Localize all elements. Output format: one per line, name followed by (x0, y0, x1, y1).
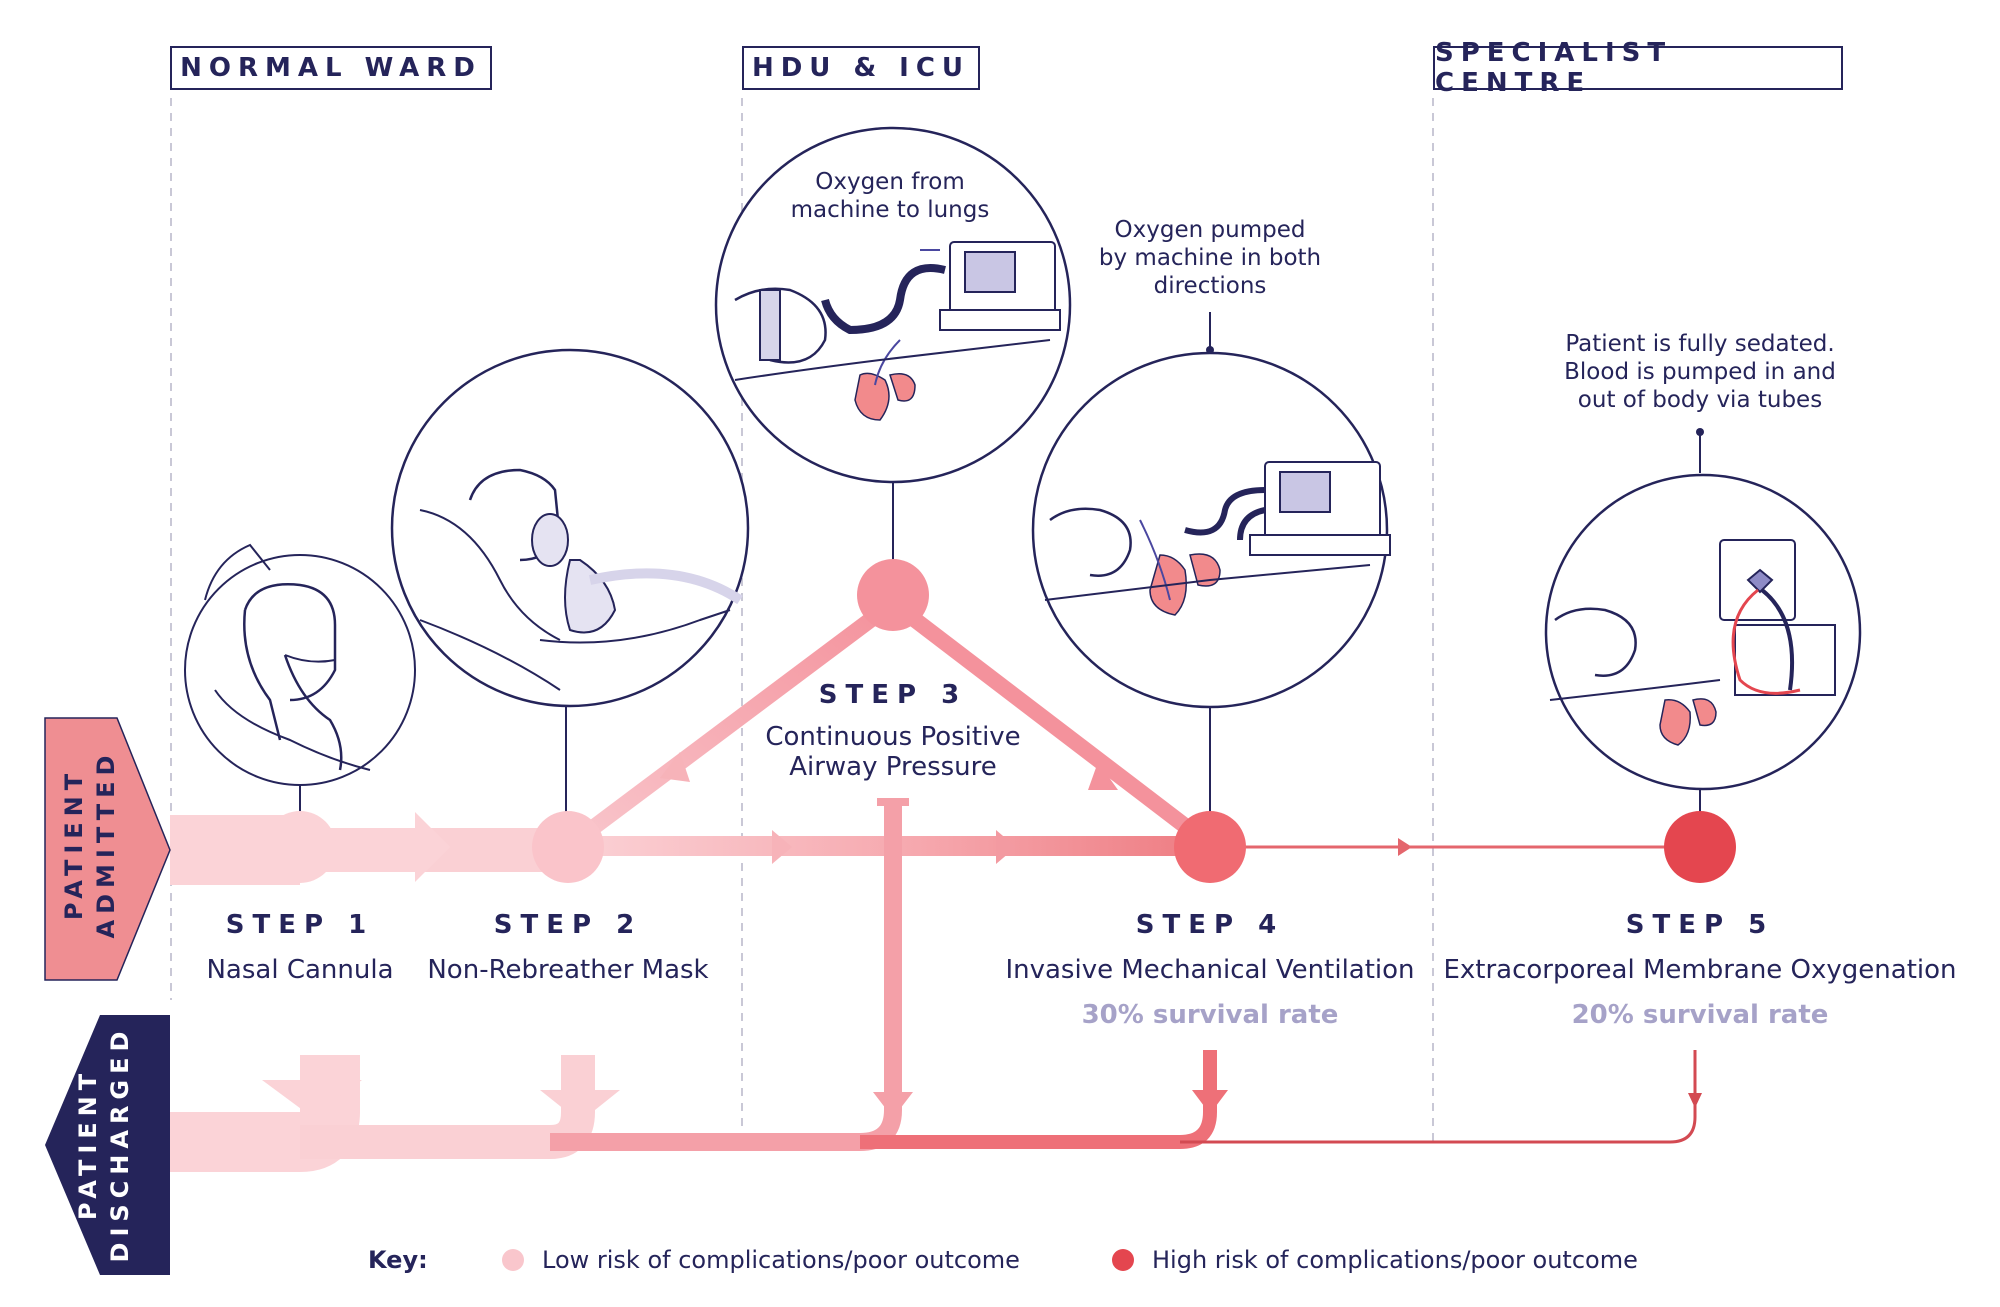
nasal-cannula-illustration (184, 543, 416, 786)
step5-caption-line1: Patient is fully sedated. (1565, 331, 1835, 357)
step3-caption-line2: machine to lungs (790, 197, 990, 223)
step4-caption-line3: directions (1153, 273, 1267, 299)
step1-node (264, 811, 336, 883)
step3-caption: Oxygen from machine to lungs (780, 168, 1000, 224)
step3-node (857, 559, 929, 631)
step3-name-line2: Airway Pressure (789, 752, 997, 782)
step2-name: Non-Rebreather Mask (427, 955, 709, 985)
step4-survival-rate: 30% survival rate (1081, 1000, 1339, 1030)
step5-caption: Patient is fully sedated. Blood is pumpe… (1555, 330, 1845, 414)
section-hdu-icu: HDU & ICU (742, 46, 980, 90)
connector-lines (299, 312, 1701, 818)
ecmo-illustration (1544, 473, 1862, 791)
discharged-line1: PATIENT (74, 1067, 102, 1221)
step4-caption-line1: Oxygen pumped (1114, 217, 1306, 243)
non-rebreather-mask-illustration (390, 348, 750, 708)
key-low-risk-dot (502, 1249, 524, 1271)
step4-name: Invasive Mechanical Ventilation (1005, 955, 1415, 985)
step5-caption-line3: out of body via tubes (1577, 387, 1823, 413)
main-pathway (170, 812, 1690, 885)
step3-name-line1: Continuous Positive (765, 722, 1021, 752)
step3-caption-line1: Oxygen from (815, 169, 965, 195)
patient-admitted-label: PATIENT ADMITTED (58, 744, 122, 944)
caption-pin (1696, 428, 1704, 436)
step2-node (532, 811, 604, 883)
step3-name: Continuous Positive Airway Pressure (743, 722, 1043, 782)
key-high-risk-dot (1112, 1249, 1134, 1271)
section-specialist-centre: SPECIALIST CENTRE (1433, 38, 1843, 98)
step4-caption: Oxygen pumped by machine in both directi… (1085, 216, 1335, 300)
step5-title: STEP 5 (1625, 910, 1775, 940)
patient-discharged-label: PATIENT DISCHARGED (72, 1024, 136, 1264)
step4-title: STEP 4 (1135, 910, 1285, 940)
key-label: Key: (368, 1246, 428, 1274)
step4-caption-line2: by machine in both (1098, 245, 1322, 271)
step4-node (1174, 811, 1246, 883)
key-high-risk-label: High risk of complications/poor outcome (1152, 1246, 1638, 1274)
step5-survival-rate: 20% survival rate (1571, 1000, 1829, 1030)
ventilator-illustration (1031, 351, 1391, 709)
admitted-line1: PATIENT (60, 767, 88, 921)
section-normal-ward: NORMAL WARD (170, 46, 492, 90)
patient-admitted-arrow (44, 717, 171, 981)
step5-name: Extracorporeal Membrane Oxygenation (1443, 955, 1957, 985)
cpap-illustration (714, 126, 1072, 484)
key-low-risk-label: Low risk of complications/poor outcome (542, 1246, 1020, 1274)
discharge-pathway (170, 798, 1702, 1172)
step1-name: Nasal Cannula (206, 955, 394, 985)
cpap-branch (565, 596, 1215, 852)
admitted-line2: ADMITTED (92, 749, 120, 939)
step3-title: STEP 3 (818, 680, 968, 710)
step1-title: STEP 1 (225, 910, 375, 940)
patient-discharged-arrow (45, 1015, 170, 1275)
step5-caption-line2: Blood is pumped in and (1564, 359, 1836, 385)
discharged-line2: DISCHARGED (106, 1025, 134, 1263)
step5-node (1664, 811, 1736, 883)
step2-title: STEP 2 (493, 910, 643, 940)
